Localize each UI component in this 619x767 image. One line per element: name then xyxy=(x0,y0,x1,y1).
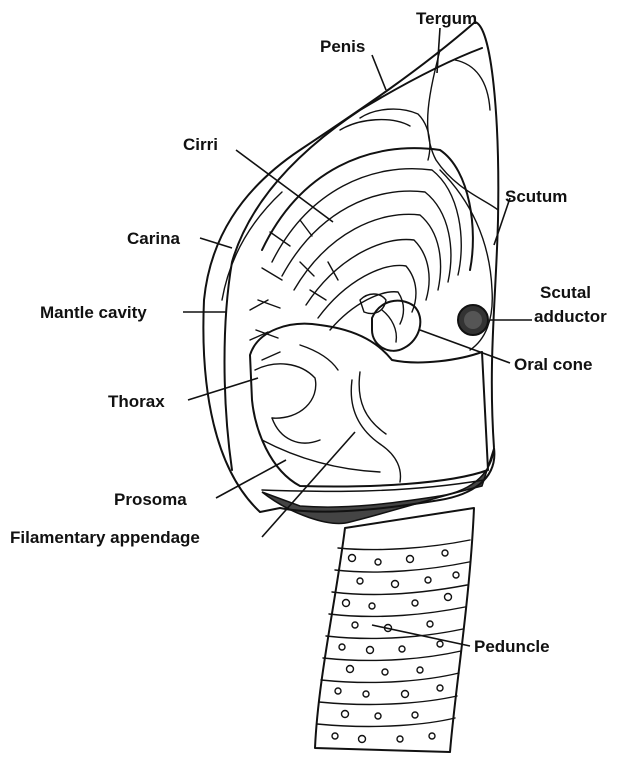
label-penis: Penis xyxy=(320,37,365,56)
label-scutal-adductor-line2: adductor xyxy=(534,307,607,326)
label-oral-cone: Oral cone xyxy=(514,355,592,374)
body-drawing xyxy=(250,324,488,487)
label-carina: Carina xyxy=(127,229,180,248)
label-scutal-adductor-line1: Scutal xyxy=(540,283,591,302)
leader-lines xyxy=(183,28,532,646)
cirri-drawing xyxy=(250,109,473,360)
label-tergum: Tergum xyxy=(416,9,477,28)
oral-cone-drawing xyxy=(360,294,420,351)
label-filamentary-appendage: Filamentary appendage xyxy=(10,528,200,547)
capitulum-drawing xyxy=(203,22,498,523)
label-mantle-cavity: Mantle cavity xyxy=(40,303,147,322)
label-prosoma: Prosoma xyxy=(114,490,187,509)
label-cirri: Cirri xyxy=(183,135,218,154)
label-thorax: Thorax xyxy=(108,392,165,411)
label-scutum: Scutum xyxy=(505,187,567,206)
label-peduncle: Peduncle xyxy=(474,637,550,656)
